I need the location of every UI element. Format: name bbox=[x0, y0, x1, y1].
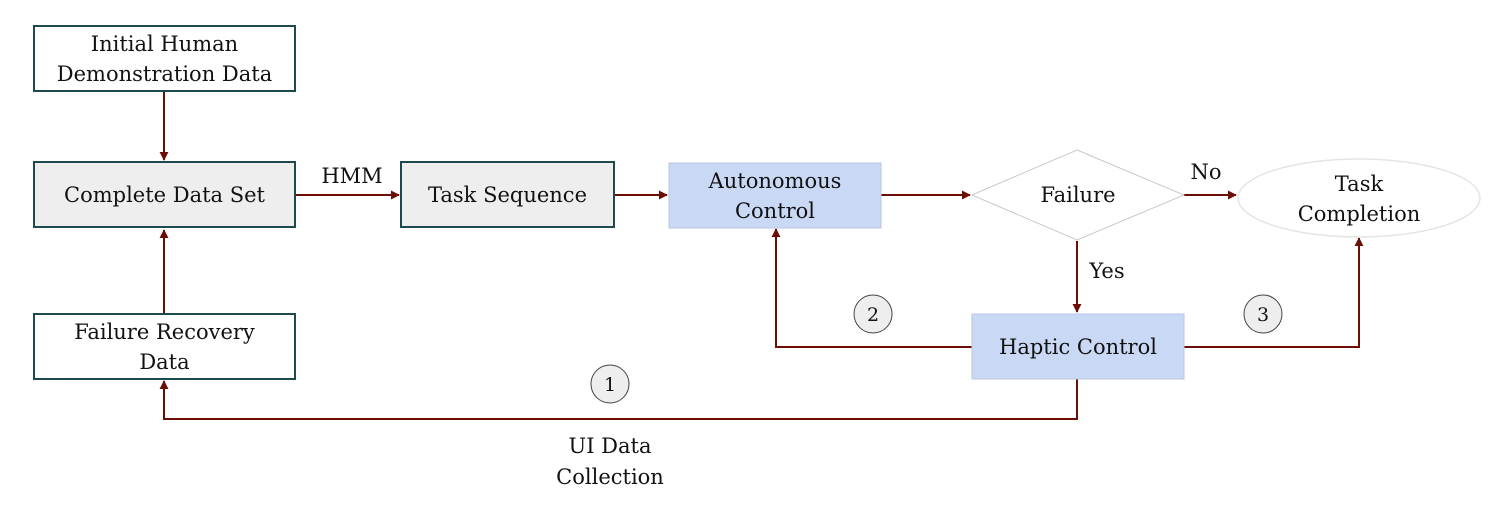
complete-data-set-box: Complete Data Set bbox=[33, 161, 296, 228]
badge-1: 1 bbox=[590, 364, 630, 404]
badge-3-label: 3 bbox=[1257, 304, 1269, 326]
edge-label-ui-data-line2: Collection bbox=[556, 465, 664, 489]
badge-1-label: 1 bbox=[604, 374, 616, 396]
edge-haptic-to-autonomous bbox=[771, 228, 972, 348]
haptic-control-label: Haptic Control bbox=[999, 335, 1157, 359]
task-sequence-label: Task Sequence bbox=[428, 183, 587, 207]
initial-demonstration-box: Initial Human Demonstration Data bbox=[33, 25, 296, 92]
task-completion-line2: Completion bbox=[1298, 202, 1421, 226]
task-sequence-box: Task Sequence bbox=[400, 161, 615, 228]
complete-data-set-label: Complete Data Set bbox=[64, 183, 266, 207]
failure-recovery-box: Failure Recovery Data bbox=[33, 313, 296, 380]
edge-label-hmm: HMM bbox=[321, 164, 382, 188]
edge-label-no: No bbox=[1190, 160, 1221, 184]
initial-demonstration-line2: Demonstration Data bbox=[57, 62, 272, 86]
edge-haptic-to-recovery bbox=[159, 379, 1078, 420]
failure-decision-diamond: Failure bbox=[970, 149, 1186, 241]
autonomous-control-line2: Control bbox=[735, 199, 815, 223]
task-completion-line1: Task bbox=[1335, 172, 1384, 196]
failure-decision-label: Failure bbox=[1040, 183, 1115, 207]
badge-2: 2 bbox=[853, 294, 893, 334]
initial-demonstration-line1: Initial Human bbox=[91, 32, 238, 56]
task-completion-ellipse: Task Completion bbox=[1237, 158, 1481, 238]
failure-recovery-line1: Failure Recovery bbox=[74, 320, 255, 344]
failure-recovery-line2: Data bbox=[139, 350, 189, 374]
badge-3: 3 bbox=[1243, 294, 1283, 334]
edge-label-yes: Yes bbox=[1088, 259, 1124, 283]
autonomous-control-box: Autonomous Control bbox=[668, 162, 882, 229]
edges bbox=[159, 92, 1364, 420]
edge-label-ui-data-line1: UI Data bbox=[569, 434, 652, 458]
edge-haptic-to-completion bbox=[1184, 237, 1364, 348]
haptic-control-box: Haptic Control bbox=[971, 313, 1185, 380]
badge-2-label: 2 bbox=[867, 304, 879, 326]
autonomous-control-line1: Autonomous bbox=[708, 169, 842, 193]
